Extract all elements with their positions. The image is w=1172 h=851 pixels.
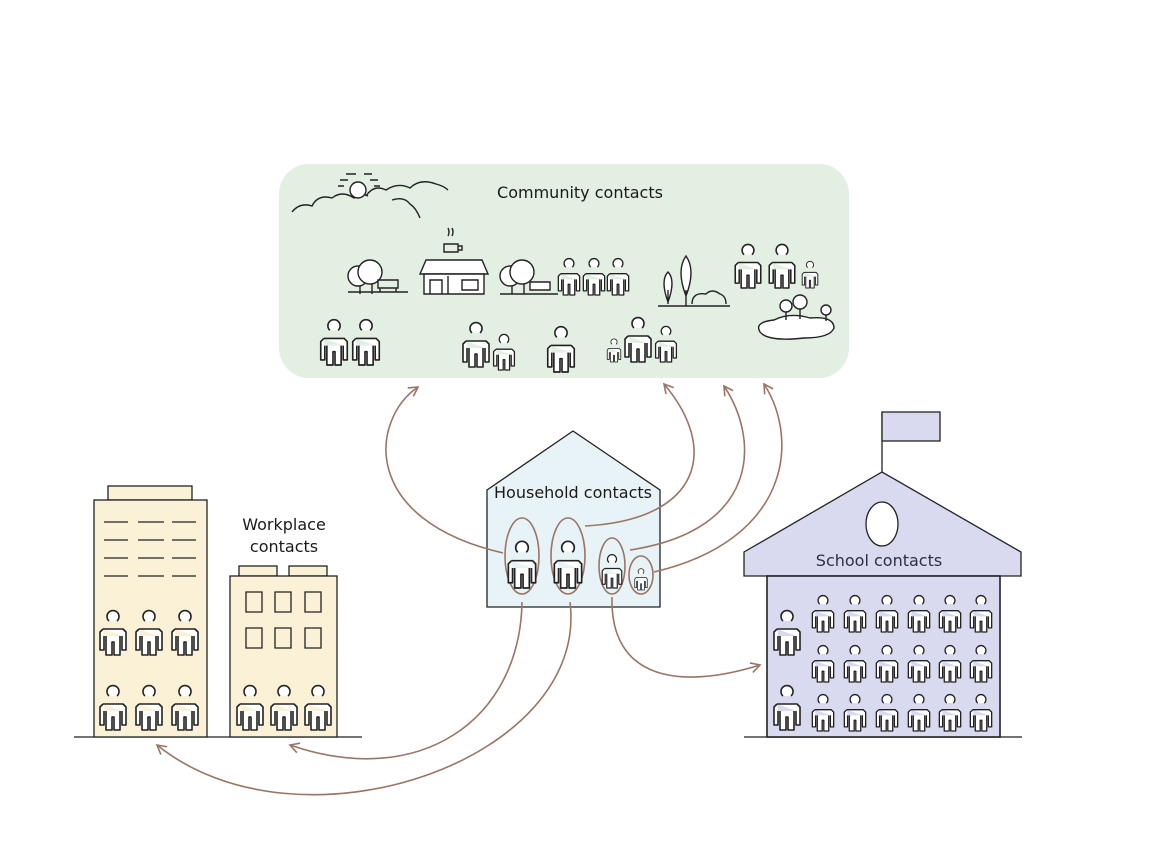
arrow-to-community-1 [385, 386, 504, 554]
community-contacts-label: Community contacts [497, 183, 663, 202]
arrow-to-school [611, 596, 762, 678]
tree-icon [658, 254, 730, 307]
arrow-to-workplace-tall [155, 601, 572, 796]
arrow-to-community-4 [653, 382, 783, 573]
community-area [279, 164, 849, 378]
household-contacts-label: Household contacts [494, 483, 652, 502]
pond-icon [757, 294, 835, 340]
school-building [743, 411, 1022, 738]
tree-icon [347, 259, 408, 294]
contact-arrows [155, 382, 783, 796]
arrow-to-workplace-small [288, 601, 523, 760]
flag-icon [881, 411, 941, 442]
workplace-contacts-label: Workplace contacts [242, 515, 326, 556]
arrow-to-community-2 [584, 382, 695, 527]
arrow-to-community-3 [629, 384, 746, 551]
tree-icon [499, 259, 558, 295]
cafe-icon [418, 227, 490, 295]
workplace-buildings [74, 485, 362, 738]
school-contacts-label: School contacts [815, 551, 943, 570]
household-building [486, 430, 661, 608]
sun-icon [338, 173, 380, 199]
